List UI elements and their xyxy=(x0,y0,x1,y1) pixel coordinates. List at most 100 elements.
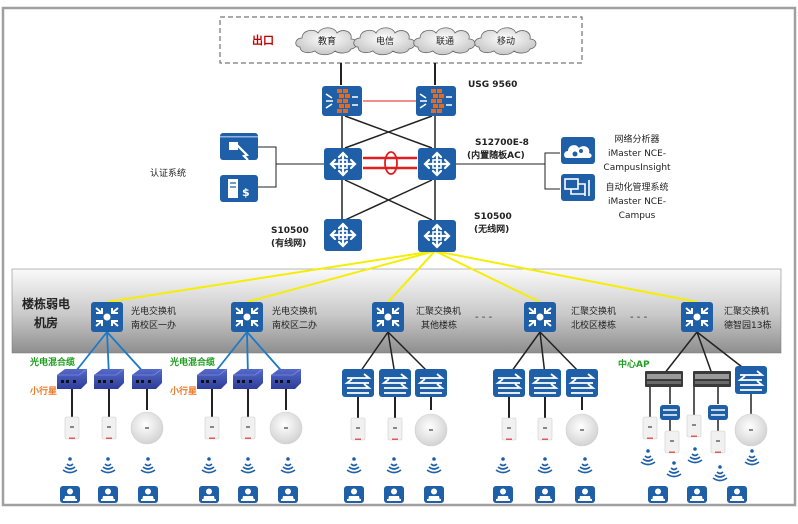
wifi-signal-icon xyxy=(537,457,553,474)
wifi-signal-icon xyxy=(201,457,217,474)
panel-ap-icon xyxy=(710,430,726,454)
building-switch-icon xyxy=(231,302,263,332)
user-terminal-icon xyxy=(687,486,707,503)
wifi-signal-icon xyxy=(346,457,362,474)
bldg-switch-1-line-1: 光电交换机 xyxy=(131,305,176,317)
user-terminal-icon xyxy=(648,486,668,503)
building-switch-icon xyxy=(681,302,713,332)
isp-cloud: 联通 xyxy=(413,27,476,56)
isp-label: 联通 xyxy=(436,36,454,47)
wireless-agg-label-1: S10500 xyxy=(474,212,512,222)
core-switch-label-1: S12700E-8 xyxy=(475,138,529,148)
remote-unit-switch-icon xyxy=(708,405,728,420)
small-star-label-1: 小行星 xyxy=(29,385,57,397)
ellipsis-1: - - - xyxy=(475,312,493,323)
cloud-icon xyxy=(474,27,537,56)
building-switch-icon xyxy=(91,302,123,332)
access-link xyxy=(539,331,546,376)
wifi-signal-icon xyxy=(100,457,116,474)
wifi-signal-icon xyxy=(140,457,156,474)
panel-ap-icon xyxy=(350,417,366,441)
user-terminal-icon xyxy=(727,486,747,503)
access-link xyxy=(387,331,432,376)
bldg-switch-2-line-1: 光电交换机 xyxy=(272,305,317,317)
building-zone-label-2: 机房 xyxy=(34,315,58,330)
bldg-switch-4-line-1: 汇聚交换机 xyxy=(571,305,616,317)
panel-ap-icon xyxy=(101,416,117,440)
wifi-signal-icon xyxy=(386,457,402,474)
ceiling-ap-icon xyxy=(269,411,303,445)
mini-switch-icon xyxy=(57,368,88,389)
hybrid-cable-label-2: 光电混合缆 xyxy=(169,356,215,368)
cloud-icon xyxy=(353,27,416,56)
wifi-signal-icon xyxy=(62,457,78,474)
panel-ap-icon xyxy=(204,416,220,440)
panel-ap-icon xyxy=(686,414,702,438)
panel-ap-icon xyxy=(387,417,403,441)
mini-switch-icon xyxy=(233,368,264,389)
user-terminal-icon xyxy=(535,486,555,503)
wifi-signal-icon xyxy=(744,449,760,466)
link xyxy=(544,152,560,190)
wifi-signal-icon xyxy=(426,457,442,474)
isp-label: 电信 xyxy=(376,35,394,47)
access-switch-icon xyxy=(529,369,561,397)
access-link xyxy=(508,331,541,376)
isp-cloud: 电信 xyxy=(353,27,416,56)
user-terminal-icon xyxy=(384,486,404,503)
building-zone-label-1: 楼栋弱电 xyxy=(22,296,70,311)
bldg-switch-4-line-2: 北校区楼栋 xyxy=(571,319,616,331)
wireless-agg-switch-icon xyxy=(418,220,456,252)
wifi-signal-icon xyxy=(240,457,256,474)
access-link xyxy=(387,331,396,376)
user-terminal-icon xyxy=(424,486,444,503)
wired-agg-switch-icon xyxy=(324,219,362,251)
wired-agg-label-2: (有线网) xyxy=(271,237,306,249)
hybrid-cable-link xyxy=(246,331,287,377)
wired-agg-label-1: S10500 xyxy=(271,226,309,236)
yellow-uplink xyxy=(246,250,436,303)
building-switch-icon xyxy=(372,302,404,332)
isp-clouds: 教育 电信 联通 移动 xyxy=(295,27,537,56)
access-switch-icon xyxy=(415,369,447,397)
hybrid-cable-link xyxy=(211,331,248,377)
mgmt-automation-line-2: iMaster NCE- xyxy=(608,197,666,207)
ceiling-ap-icon xyxy=(130,411,164,445)
wifi-signal-icon xyxy=(640,449,656,466)
access-link xyxy=(357,331,389,376)
core-switch-1-icon xyxy=(324,148,362,180)
central-ap-switch-icon xyxy=(645,371,683,387)
panel-ap-icon xyxy=(642,416,658,440)
panel-ap-icon xyxy=(240,416,256,440)
wifi-signal-icon xyxy=(712,465,728,482)
firewall-label: USG 9560 xyxy=(468,80,517,90)
yellow-uplink xyxy=(106,250,436,303)
wifi-signal-icon xyxy=(687,447,703,464)
core-switch-label-2: (内置随板AC) xyxy=(467,149,525,161)
ellipsis-2: - - - xyxy=(630,312,648,323)
wireless-agg-label-2: (无线网) xyxy=(474,223,509,235)
mgmt-automation-line-1: 自动化管理系统 xyxy=(605,181,668,193)
access-switch-icon xyxy=(493,369,525,397)
user-terminal-icon xyxy=(199,486,219,503)
isp-cloud: 教育 xyxy=(295,27,358,56)
dollar-sign: $ xyxy=(242,186,250,199)
user-terminal-icon xyxy=(575,486,595,503)
hybrid-cable-link xyxy=(246,331,249,377)
isp-cloud: 移动 xyxy=(474,27,537,56)
wifi-signal-icon xyxy=(577,457,593,474)
billing-server-icon: $ xyxy=(220,175,258,202)
firewall-2-icon xyxy=(416,86,456,116)
ceiling-ap-icon xyxy=(414,413,448,447)
mgmt-automation-line-3: Campus xyxy=(619,211,656,221)
user-terminal-icon xyxy=(493,486,513,503)
panel-ap-icon xyxy=(537,417,553,441)
mgmt-analyzer-line-2: iMaster NCE- xyxy=(608,149,666,159)
auth-system-label: 认证系统 xyxy=(150,167,186,179)
access-link xyxy=(663,331,698,375)
yellow-uplink xyxy=(387,250,436,303)
mgmt-analyzer-line-1: 网络分析器 xyxy=(614,133,659,145)
access-link xyxy=(539,331,583,376)
bldg-switch-1-line-2: 南校区一办 xyxy=(131,319,176,331)
isp-label: 移动 xyxy=(497,35,515,47)
